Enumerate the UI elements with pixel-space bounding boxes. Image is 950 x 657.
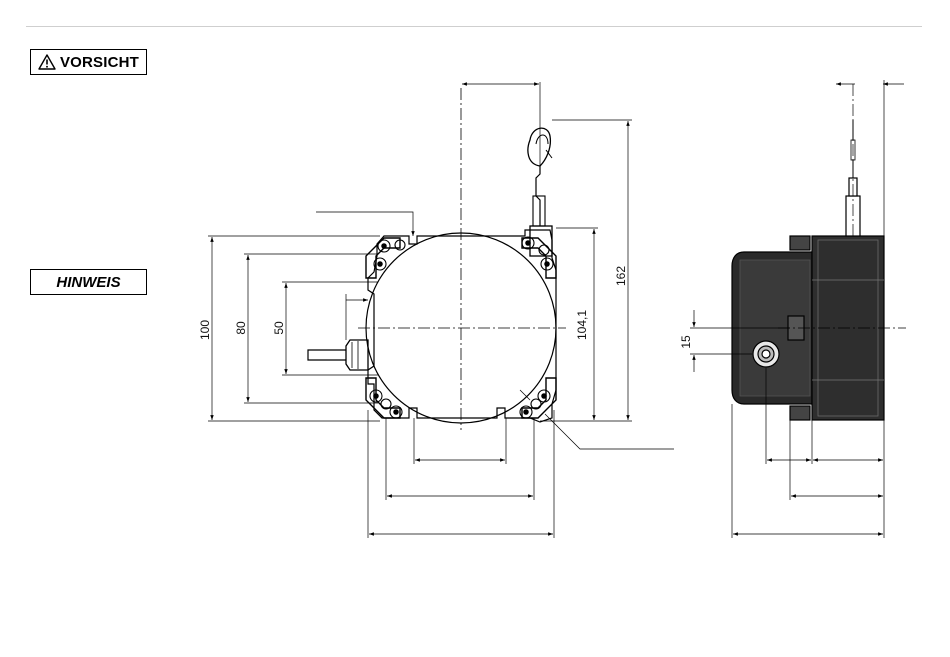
front-view (308, 88, 566, 430)
side-view (732, 120, 884, 420)
front-cable-gland (346, 340, 368, 370)
dim-text-104-1: 104,1 (575, 310, 589, 340)
side-nut-top (790, 236, 810, 250)
dim-text-80: 80 (234, 321, 248, 335)
front-screws (370, 237, 553, 418)
dim-text-100: 100 (198, 320, 212, 340)
front-snap-hook (528, 128, 550, 166)
dim-text-15: 15 (679, 335, 693, 349)
dim-text-50: 50 (272, 321, 286, 335)
front-cable (308, 350, 346, 360)
front-dimension-lines (208, 82, 674, 538)
dim-text-162: 162 (614, 266, 628, 286)
side-nut-bottom (790, 406, 810, 420)
